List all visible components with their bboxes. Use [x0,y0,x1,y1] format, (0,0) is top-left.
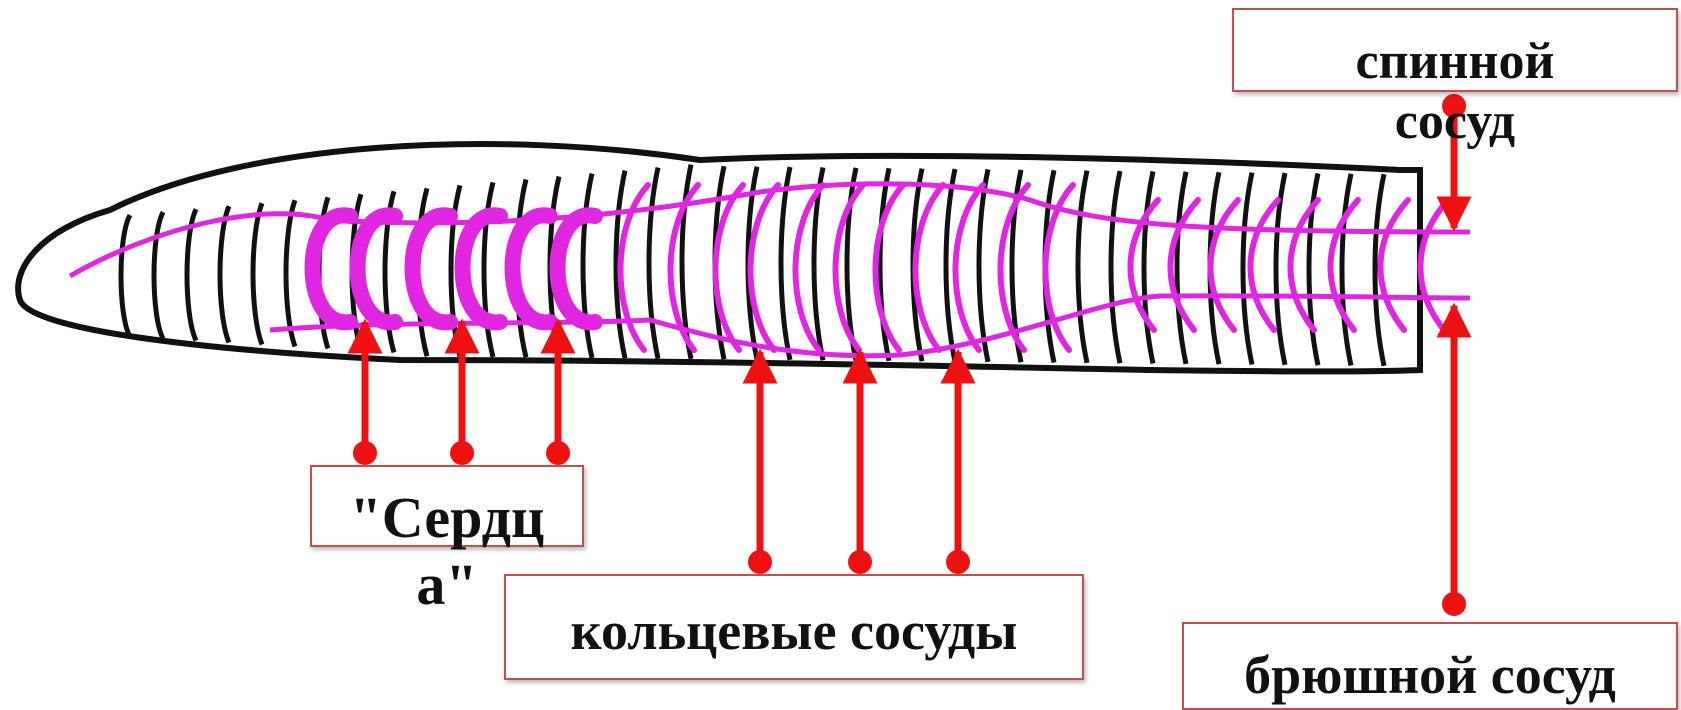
label-ventral-vessel: брюшной сосуд [1182,622,1678,710]
ring-vessel-loop [1420,200,1448,330]
label-ring-vessels: кольцевые сосуды [504,574,1084,680]
label-ring-vessels-text: кольцевые сосуды [506,600,1082,662]
label-hearts: "Сердца" [310,465,584,547]
label-dorsal-vessel-text: спинной сосуд [1305,32,1605,152]
label-ventral-vessel-text: брюшной сосуд [1184,644,1676,706]
label-dorsal-vessel: спинной сосуд [1232,8,1678,92]
